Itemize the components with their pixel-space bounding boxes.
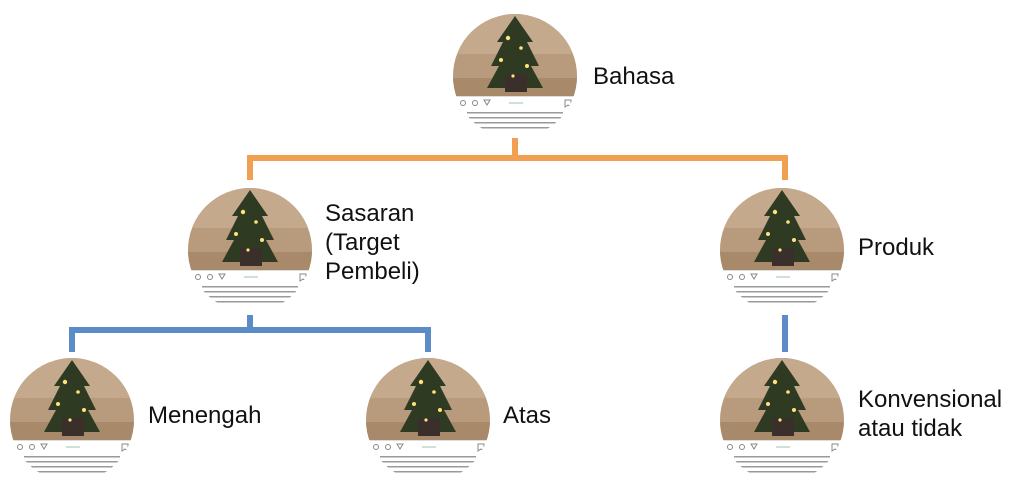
christmas-tree-photo-icon <box>366 358 490 482</box>
node-sasaran-label-line: Sasaran <box>325 200 415 227</box>
node-sasaran-label-line: Pembeli) <box>325 258 420 285</box>
node-konvensional-label: Konvensional atau tidak <box>858 385 1002 443</box>
node-konvensional-label-line: atau tidak <box>858 415 963 442</box>
node-atas-label: Atas <box>503 402 552 429</box>
node-produk-label: Produk <box>858 234 935 261</box>
christmas-tree-photo-icon <box>720 188 844 312</box>
node-sasaran-label-line: (Target <box>325 229 400 256</box>
connector-sasaran-to-children <box>69 315 431 352</box>
node-root-label: Bahasa <box>593 63 675 90</box>
connector-root-to-children <box>247 138 788 180</box>
node-menengah-thumbnail <box>10 358 134 482</box>
node-menengah-label: Menengah <box>148 402 262 429</box>
christmas-tree-photo-icon <box>720 358 844 482</box>
node-produk-thumbnail <box>720 188 844 312</box>
node-sasaran-label: Sasaran (Target Pembeli) <box>325 199 420 286</box>
christmas-tree-photo-icon <box>188 188 312 312</box>
node-sasaran-thumbnail <box>188 188 312 312</box>
node-konvensional-thumbnail <box>720 358 844 482</box>
node-konvensional-label-line: Konvensional <box>858 386 1003 413</box>
christmas-tree-photo-icon <box>10 358 134 482</box>
christmas-tree-photo-icon <box>453 14 577 138</box>
node-root-thumbnail <box>453 14 577 138</box>
node-atas-thumbnail <box>366 358 490 482</box>
